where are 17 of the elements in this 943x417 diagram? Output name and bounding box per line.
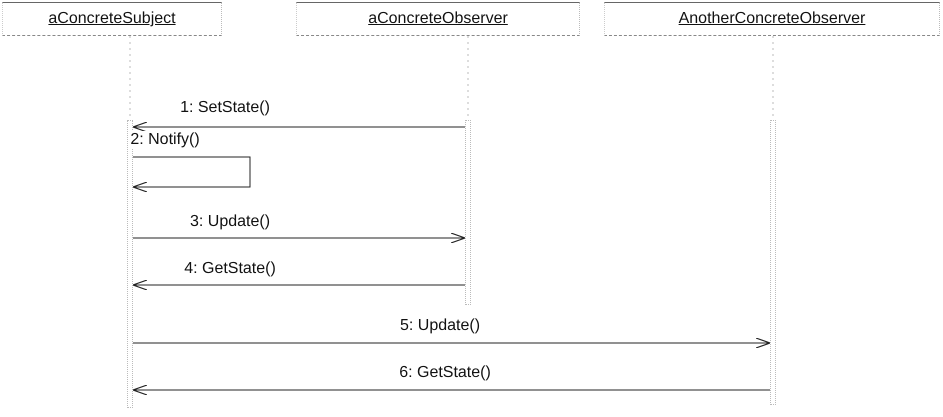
object-header: aConcreteObserver	[296, 2, 580, 36]
message-arrow	[132, 156, 250, 193]
edge-label: 6: GetState()	[397, 364, 493, 382]
message-arrow	[132, 384, 770, 396]
edge-label: 3: Update()	[188, 213, 272, 231]
edge-label: 1: SetState()	[178, 99, 272, 117]
message-arrow	[132, 232, 466, 244]
message-arrow	[132, 337, 771, 349]
activation-bar	[770, 120, 776, 405]
message-arrow	[132, 121, 466, 133]
edge-label: 2: Notify()	[128, 131, 202, 149]
edge-label: 4: GetState()	[182, 260, 278, 278]
edge-label: 5: Update()	[398, 317, 482, 335]
object-header: AnotherConcreteObserver	[604, 2, 940, 36]
activation-bar	[465, 120, 471, 305]
message-arrow	[132, 279, 466, 291]
object-header: aConcreteSubject	[2, 2, 222, 36]
